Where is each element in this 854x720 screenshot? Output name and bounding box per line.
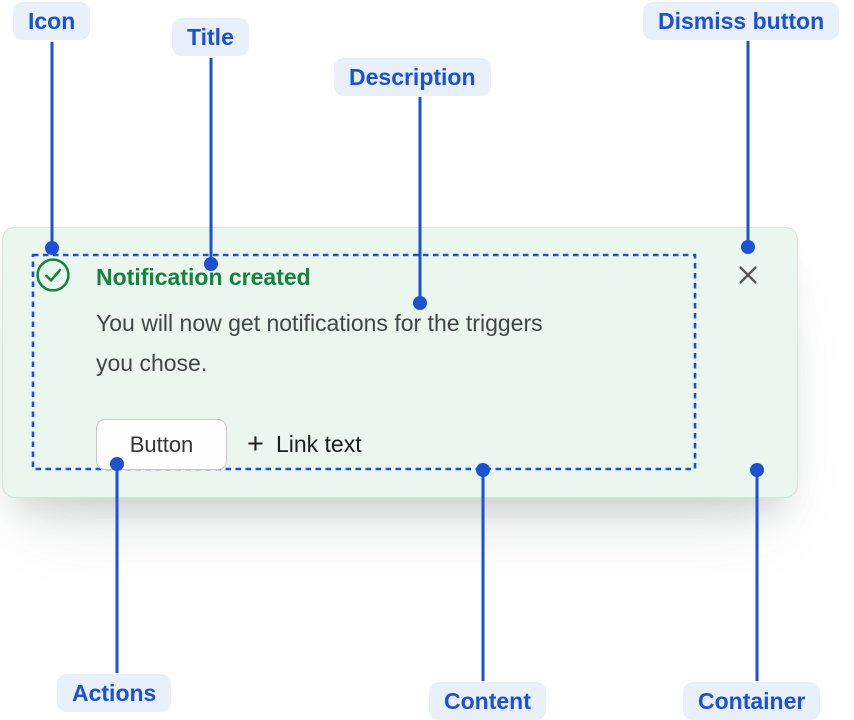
link-text-label: Link text bbox=[275, 431, 362, 457]
label-title: Title bbox=[172, 18, 249, 56]
notification-description: You will now get notifications for the t… bbox=[96, 303, 543, 383]
success-check-icon bbox=[36, 258, 70, 292]
description-line-1: You will now get notifications for the t… bbox=[96, 310, 543, 336]
label-icon: Icon bbox=[13, 2, 91, 40]
label-dismiss-button: Dismiss button bbox=[643, 2, 840, 40]
label-content: Content bbox=[429, 682, 546, 720]
label-container: Container bbox=[683, 682, 821, 720]
plus-icon: + bbox=[247, 428, 264, 460]
dismiss-button[interactable] bbox=[734, 261, 762, 289]
label-description: Description bbox=[334, 58, 491, 96]
close-icon bbox=[739, 266, 757, 284]
action-link[interactable]: + Link text bbox=[247, 419, 362, 470]
action-button[interactable]: Button bbox=[96, 419, 227, 470]
label-actions: Actions bbox=[57, 674, 172, 712]
description-line-2: you chose. bbox=[96, 350, 208, 376]
notification-title: Notification created bbox=[96, 264, 311, 290]
